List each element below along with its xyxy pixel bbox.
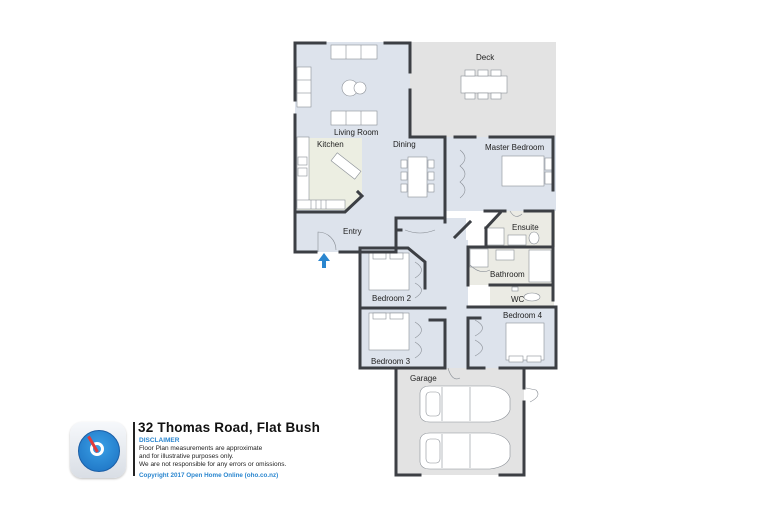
label-bedroom-3: Bedroom 3 <box>371 357 411 366</box>
label-garage: Garage <box>410 374 437 383</box>
disclaimer-heading: DISCLAIMER <box>139 437 180 444</box>
kitchen-floor <box>297 138 362 210</box>
property-address: 32 Thomas Road, Flat Bush <box>138 420 321 435</box>
walls <box>293 41 558 477</box>
disclaimer-line-3: We are not responsible for any errors or… <box>139 461 287 468</box>
label-dining: Dining <box>393 140 416 149</box>
compass-icon <box>70 422 126 478</box>
label-wc: WC <box>511 295 525 304</box>
car-2 <box>419 432 511 470</box>
copyright-notice: Copyright 2017 Open Home Online (oho.co.… <box>139 472 279 479</box>
legend-divider <box>133 422 135 476</box>
entrance-arrow-icon <box>318 253 330 268</box>
label-deck: Deck <box>476 53 495 62</box>
label-entry: Entry <box>343 227 362 236</box>
furniture <box>296 44 554 470</box>
wc-floor <box>490 285 554 307</box>
label-bedroom-4: Bedroom 4 <box>503 311 543 320</box>
doors <box>317 149 539 403</box>
label-ensuite: Ensuite <box>512 223 539 232</box>
disclaimer-line-1: Floor Plan measurements are approximate <box>139 445 263 452</box>
label-bedroom-2: Bedroom 2 <box>372 294 412 303</box>
label-living-room: Living Room <box>334 128 379 137</box>
car-1 <box>419 385 511 423</box>
disclaimer-line-2: and for illustrative purposes only. <box>139 453 234 460</box>
room-labels: Deck Living Room Kitchen Dining Master B… <box>317 53 544 383</box>
label-bathroom: Bathroom <box>490 270 525 279</box>
label-kitchen: Kitchen <box>317 140 344 149</box>
label-master-bedroom: Master Bedroom <box>485 143 544 152</box>
